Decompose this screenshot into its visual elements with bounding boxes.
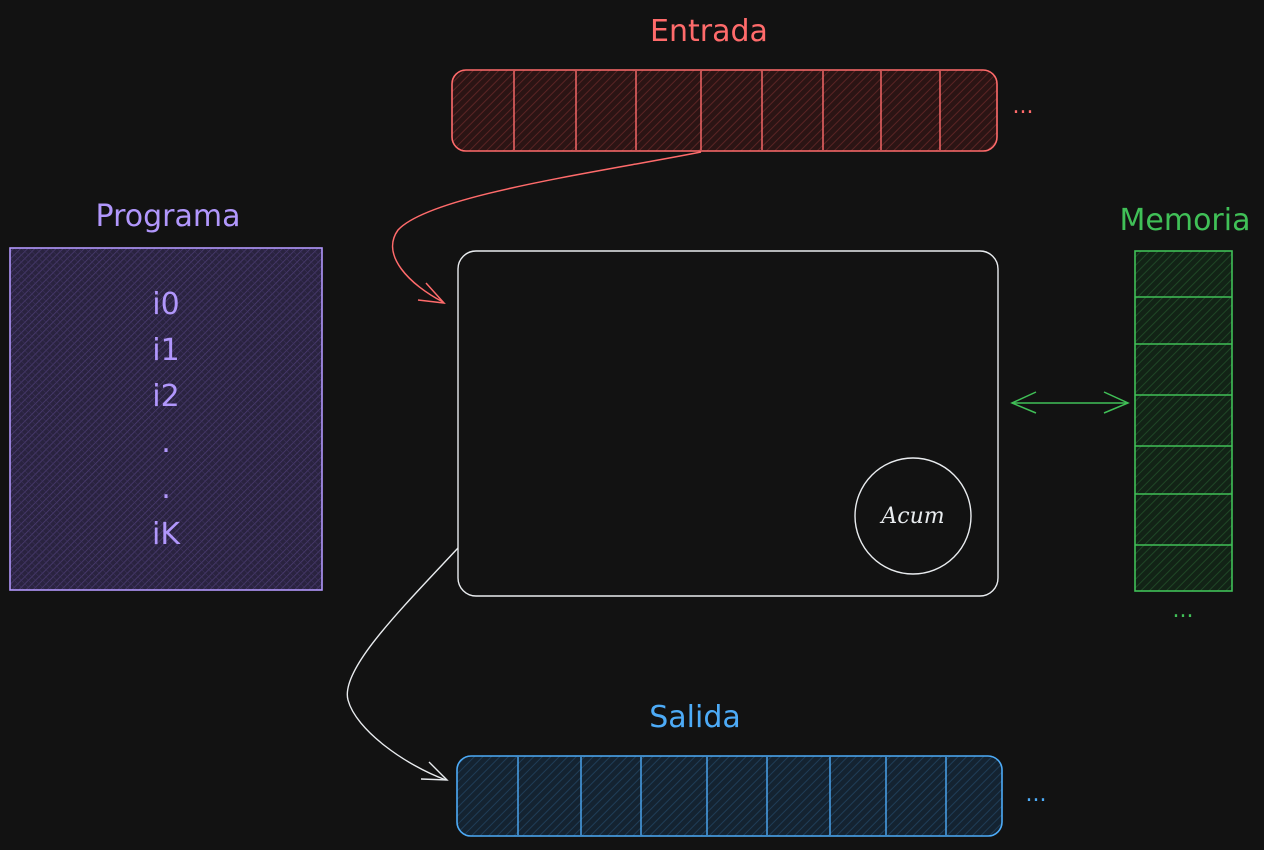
program-title: Programa [96, 199, 241, 234]
memory-title: Memoria [1120, 203, 1251, 238]
memory-cells [1134, 250, 1233, 592]
program-instruction: iK [152, 517, 181, 552]
input-title: Entrada [650, 14, 768, 49]
input-to-processor-arrow-icon [391, 151, 702, 304]
input-more-indicator: ... [1013, 94, 1034, 119]
accumulator-label: Acum [879, 504, 944, 529]
processor-to-output-arrow-icon [346, 547, 459, 781]
output-title: Salida [649, 700, 741, 735]
program-instruction: i2 [152, 379, 179, 414]
output-more-indicator: ... [1026, 782, 1047, 807]
output-tape [456, 755, 1003, 837]
memory-link-double-arrow-icon [1010, 391, 1130, 414]
program-instruction: i0 [152, 287, 179, 322]
input-tape [451, 69, 998, 152]
accumulator-register [854, 457, 972, 575]
program-instruction-list: i0 i1 i2.. iK [152, 287, 181, 552]
program-box [9, 247, 323, 591]
memory-more-indicator: ... [1173, 598, 1194, 623]
program-instruction: i1 [152, 333, 179, 368]
program-instruction: . [161, 425, 171, 460]
program-instruction: . [161, 471, 171, 506]
